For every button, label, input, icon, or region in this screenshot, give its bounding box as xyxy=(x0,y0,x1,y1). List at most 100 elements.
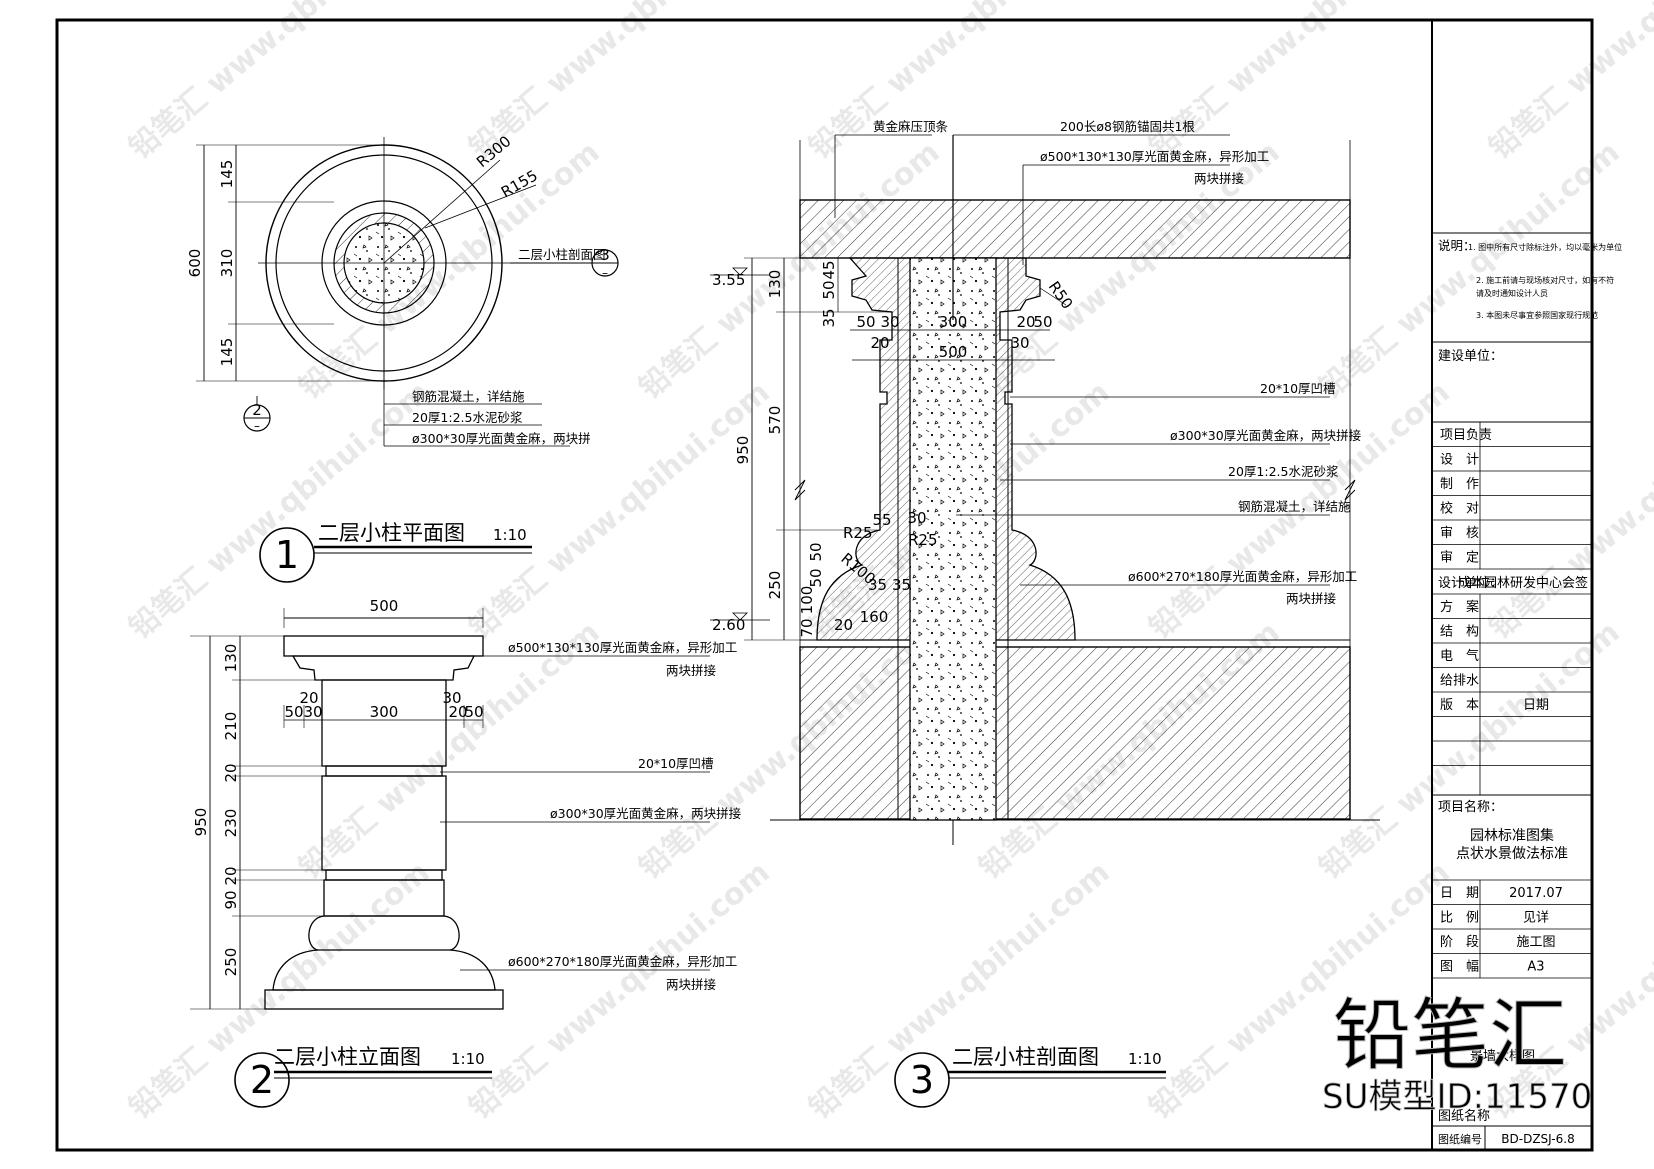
plan-scale: 1:10 xyxy=(493,526,527,544)
tb-version-label: 版 本 xyxy=(1440,698,1479,713)
plan-section-no: 3 xyxy=(600,246,610,264)
tb-drawing-name: 景墙大样图 xyxy=(1470,1049,1535,1064)
sec-cap-2: 50 xyxy=(820,280,838,299)
title-block: 说明： 1. 图中所有尺寸除标注外，均以毫米为单位 2. 施工前请与现场核对尺寸… xyxy=(1432,232,1622,1150)
tb-sign-label: 方 案 xyxy=(1440,599,1479,615)
sec-title: 二层小柱剖面图 xyxy=(952,1045,1099,1069)
plan-note-1: 钢筋混凝土，详结施 xyxy=(412,389,525,404)
tb-note-3: 请及时通知设计人员 xyxy=(1476,288,1548,298)
elev-dim-4: 230 xyxy=(222,809,240,838)
watermark-text: 铅笔汇 www.qbihui.com xyxy=(803,855,1117,1126)
plan-section-callout: 二层小柱剖面图 xyxy=(518,247,606,262)
sec-row1-2: 30 xyxy=(880,313,899,331)
sec-row1-3: 300 xyxy=(939,313,968,331)
elevation-view: 500 20 50 30 300 30 20 50 xyxy=(190,597,742,1108)
sec-cap-3: 35 xyxy=(820,308,838,327)
sec-number: 3 xyxy=(910,1058,934,1102)
tb-meta-key: 日 期 xyxy=(1440,886,1479,901)
tb-meta-value: 见详 xyxy=(1523,911,1549,926)
tb-row-label: 设 计 xyxy=(1440,453,1479,468)
plan-note-3: ø300*30厚光面黄金麻，两块拼 xyxy=(412,431,591,446)
elev-row-1: 20 xyxy=(299,689,318,707)
sec-base-13: 100 xyxy=(798,586,816,615)
tb-sign-label: 给排水 xyxy=(1440,674,1479,689)
tb-drawing-label: 图纸名称 xyxy=(1438,1108,1490,1124)
tb-meta-key: 阶 段 xyxy=(1440,935,1479,950)
tb-client-label: 建设单位： xyxy=(1438,349,1503,364)
tb-sign-label: 电 气 xyxy=(1440,648,1479,664)
elev-dim-1: 130 xyxy=(222,644,240,673)
elev-note-2: 两块拼接 xyxy=(666,663,717,678)
sec-level-bottom: 2.60 xyxy=(712,616,745,634)
elev-row-2: 50 xyxy=(284,703,303,721)
sec-row1-5: 50 xyxy=(1033,313,1052,331)
tb-row-label: 审 定 xyxy=(1440,551,1479,566)
tb-meta-key: 图 幅 xyxy=(1440,960,1479,975)
plan-dim-total: 600 xyxy=(186,249,204,278)
sec-row2-1: 20 xyxy=(870,334,889,352)
outer-frame xyxy=(55,18,1594,1152)
tb-meta-value: A3 xyxy=(1527,960,1544,975)
sec-cap-1: 45 xyxy=(820,260,838,279)
elev-dim-6: 90 xyxy=(222,890,240,909)
sec-note-10: 两块拼接 xyxy=(1286,591,1337,606)
plan-number: 1 xyxy=(275,533,299,577)
tb-meta-value: 施工图 xyxy=(1516,935,1555,950)
sec-dim-total: 950 xyxy=(734,436,752,465)
elev-dim-total: 950 xyxy=(192,808,210,837)
sec-note-1: 黄金麻压顶条 xyxy=(873,119,949,134)
plan-note-2: 20厚1:2.5水泥砂浆 xyxy=(412,410,523,425)
tb-note-4: 3. 本图未尽事宜参照国家现行规范 xyxy=(1476,310,1598,320)
elev-note-5: ø600*270*180厚光面黄金麻，异形加工 xyxy=(508,954,737,969)
elev-dim-7: 250 xyxy=(222,948,240,977)
sec-dim-1: 130 xyxy=(766,270,784,299)
tb-project-label: 项目名称： xyxy=(1438,799,1503,815)
tb-note-2: 2. 施工前请与现场核对尺寸，如有不符 xyxy=(1476,275,1614,285)
svg-text:–: – xyxy=(602,266,608,280)
sec-base-11: 20 xyxy=(834,616,853,634)
watermark-text: 铅笔汇 www.qbihui.com xyxy=(123,0,437,166)
elev-row-4: 300 xyxy=(370,703,399,721)
plan-dim-3: 145 xyxy=(218,338,236,367)
watermark-text: 铅笔汇 www.qbihui.com xyxy=(803,0,1117,166)
elev-note-1: ø500*130*130厚光面黄金麻，异形加工 xyxy=(508,640,737,655)
tb-row-label: 校 对 xyxy=(1440,501,1479,517)
sec-base-6: 50 xyxy=(807,568,825,587)
model-id-watermark: SU模型ID:11570 xyxy=(1322,1077,1592,1117)
elev-dim-5: 20 xyxy=(222,866,240,885)
watermark-text: 铅笔汇 www.qbihui.com xyxy=(1483,375,1654,646)
elev-dim-3: 20 xyxy=(222,763,240,782)
sec-note-7: 20厚1:2.5水泥砂浆 xyxy=(1228,464,1339,479)
sec-base-8: 35 xyxy=(868,576,887,594)
tb-row-label: 审 核 xyxy=(1440,526,1479,541)
tb-meta-value: 2017.07 xyxy=(1509,886,1563,901)
sec-note-3: ø500*130*130厚光面黄金麻，异形加工 xyxy=(1040,149,1269,164)
elev-width-top: 500 xyxy=(370,597,399,615)
sec-base-1: 55 xyxy=(872,511,891,529)
elev-number: 2 xyxy=(250,1058,274,1102)
sec-note-2: 200长ø8钢筋锚固共1根 xyxy=(1060,119,1195,134)
plan-dim-1: 145 xyxy=(218,160,236,189)
sec-note-9: ø600*270*180厚光面黄金麻，异形加工 xyxy=(1128,569,1357,584)
sec-note-8: 钢筋混凝土，详结施 xyxy=(1238,499,1351,514)
sec-scale: 1:10 xyxy=(1128,1050,1162,1068)
sec-dim-2: 570 xyxy=(766,406,784,435)
elev-note-6: 两块拼接 xyxy=(666,977,717,992)
elev-note-3: 20*10厚凹槽 xyxy=(638,756,714,771)
sec-row1-1: 50 xyxy=(856,313,875,331)
sec-base-10: 160 xyxy=(860,608,889,626)
sec-note-6: ø300*30厚光面黄金麻，两块拼接 xyxy=(1170,428,1362,443)
plan-dim-2: 310 xyxy=(218,249,236,278)
sec-level-top: 3.55 xyxy=(712,271,745,289)
sec-base-5: 50 xyxy=(807,542,825,561)
sec-base-4: R25 xyxy=(908,531,938,549)
tb-row-label: 项目负责 xyxy=(1440,428,1492,443)
sec-base-2: 30 xyxy=(907,509,926,527)
tb-project-name-2: 点状水景做法标准 xyxy=(1456,846,1568,862)
tb-number-label: 图纸编号 xyxy=(1438,1132,1482,1146)
brand-watermark: 铅笔汇 xyxy=(1333,991,1567,1081)
watermark-text: 铅笔汇 www.qbihui.com xyxy=(463,855,777,1126)
